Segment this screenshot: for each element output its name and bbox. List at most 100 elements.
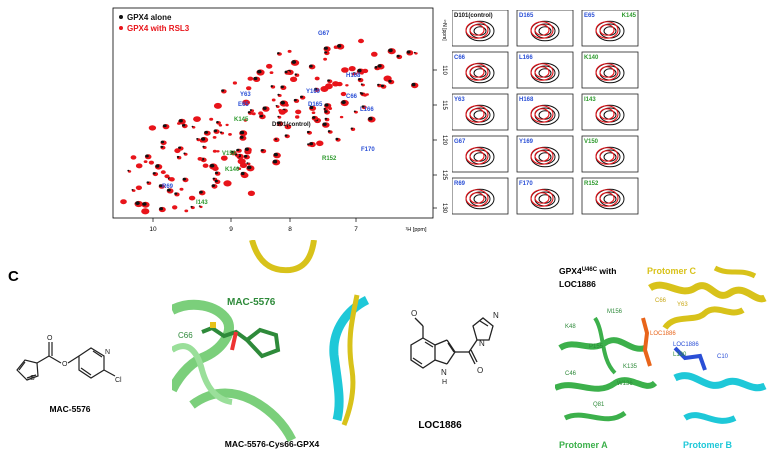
x-axis: 10 9 8 7 ¹H [ppm] — [149, 218, 427, 233]
nmr-peak-red — [362, 68, 369, 74]
nmr-peak-red — [284, 124, 292, 130]
contour-cell-r69: R69 — [452, 177, 509, 215]
nmr-peak-red — [193, 116, 201, 122]
protomer-b-ribbon — [673, 372, 767, 424]
loc1886-structure: O N H O N N LOC1886 — [410, 309, 499, 431]
loc1886-name: LOC1886 — [418, 420, 462, 431]
x-tick-9: 9 — [229, 226, 233, 233]
contour-label-k145: K145 — [622, 13, 637, 19]
peak-label-v150: V150 — [222, 151, 237, 157]
cyan-ribbon — [329, 295, 370, 422]
nmr-peak-red — [143, 160, 148, 164]
mac5576-protein-render: MAC-5576 C66 MAC-5576-Cys66-GPX4 — [172, 240, 370, 449]
peak-label-y169: Y169 — [306, 89, 321, 95]
nmr-peak-black — [204, 130, 208, 134]
nmr-peak-red — [228, 133, 232, 136]
contour-cell-f170: F170 — [516, 177, 574, 215]
peak-label-d165: D165 — [308, 102, 323, 108]
nmr-peak-black — [260, 149, 264, 152]
nmr-peak-red — [295, 109, 302, 115]
nmr-peak-red — [339, 115, 344, 119]
nmr-peak-black — [131, 189, 134, 191]
nmr-peak-black — [178, 146, 182, 149]
contour-label-l166: L166 — [519, 55, 533, 61]
green-ribbon-2 — [189, 388, 297, 443]
nmr-peak-black — [145, 154, 149, 158]
nmr-peak-black — [284, 70, 288, 74]
nmr-peak-black — [361, 105, 365, 108]
nmr-peak-red — [184, 209, 189, 213]
residue-label-w136: W136 — [617, 381, 633, 387]
contour-cell-y169: Y169 — [516, 135, 574, 173]
contour-cell-g67: G67 — [452, 135, 509, 173]
nmr-peak-black — [234, 153, 238, 156]
nmr-peak-red — [212, 136, 217, 139]
nmr-peak-red — [251, 112, 256, 116]
nmr-peak-black — [216, 121, 219, 124]
nmr-peak-black — [357, 78, 361, 81]
nmr-peak-black — [322, 122, 327, 126]
nmr-peak-black — [202, 145, 205, 148]
nmr-peak-black — [212, 177, 215, 180]
mac5576-atom-o2: O — [62, 361, 68, 368]
nmr-peak-black — [182, 123, 186, 127]
residue-c66-label: C66 — [178, 331, 193, 340]
protomer-c-ribbon — [648, 265, 767, 330]
nmr-peak-red — [179, 187, 184, 191]
nmr-peak-red — [314, 76, 320, 81]
nmr-peak-black — [350, 127, 353, 130]
loc1886-atom-o: O — [411, 309, 417, 318]
nmr-peak-black — [215, 171, 218, 175]
x-tick-10: 10 — [149, 226, 157, 233]
mac5576-name: MAC-5576 — [49, 404, 90, 414]
peak-label-i143: I143 — [196, 200, 208, 206]
nmr-peak-red — [316, 140, 324, 147]
mac5576-bonds — [16, 342, 116, 381]
mac5576-complex-caption: MAC-5576-Cys66-GPX4 — [225, 439, 320, 449]
nmr-peak-red — [213, 102, 222, 109]
protomer-c-label: Protomer C — [647, 266, 697, 276]
contour-label-d101control: D101(control) — [454, 13, 493, 19]
nmr-peak-red — [174, 148, 181, 154]
nmr-peak-red — [332, 81, 340, 87]
nmr-peak-red — [148, 160, 154, 165]
nmr-peak-black — [162, 124, 167, 128]
nmr-peak-black — [307, 143, 310, 146]
nmr-peak-black — [199, 190, 203, 194]
mac5576-ligand-label: MAC-5576 — [227, 297, 276, 308]
nmr-peak-black — [388, 79, 392, 83]
nmr-peak-red — [271, 98, 276, 102]
y-axis-unit: ¹⁵N [ppm] — [441, 19, 447, 41]
nmr-peak-red — [266, 63, 273, 69]
nmr-peak-black — [374, 66, 378, 69]
residue-label-c46: C46 — [565, 371, 577, 377]
peak-label-k140: K140 — [225, 167, 240, 173]
peak-label-k145: K145 — [234, 117, 249, 123]
nmr-peak-black — [176, 155, 180, 158]
nmr-peak-red — [320, 86, 329, 92]
nmr-peak-red — [148, 125, 157, 131]
nmr-peak-red — [169, 177, 175, 182]
nmr-peak-black — [221, 89, 225, 92]
nmr-peak-black — [309, 105, 314, 110]
nmr-peak-red — [130, 155, 137, 160]
nmr-peak-red — [341, 67, 349, 73]
nmr-peak-red — [290, 76, 298, 83]
y-tick-130: 130 — [441, 203, 447, 214]
nmr-peak-black — [323, 107, 326, 110]
nmr-peak-red — [323, 57, 327, 61]
nmr-peak-black — [280, 100, 285, 105]
nmr-peak-black — [209, 163, 215, 168]
contour-label-c66: C66 — [454, 55, 466, 61]
nmr-peak-black — [327, 79, 330, 82]
nmr-peak-black — [312, 116, 316, 119]
nmr-peak-black — [277, 52, 280, 55]
contour-cell-y63: Y63 — [452, 93, 509, 131]
nmr-peak-red — [345, 84, 349, 87]
contour-cell-r152: R152 — [581, 177, 639, 215]
residue-label-m156: M156 — [607, 309, 623, 315]
nmr-peak-black — [213, 129, 218, 133]
nmr-peak-black — [272, 159, 278, 164]
nmr-peak-black — [201, 137, 206, 141]
